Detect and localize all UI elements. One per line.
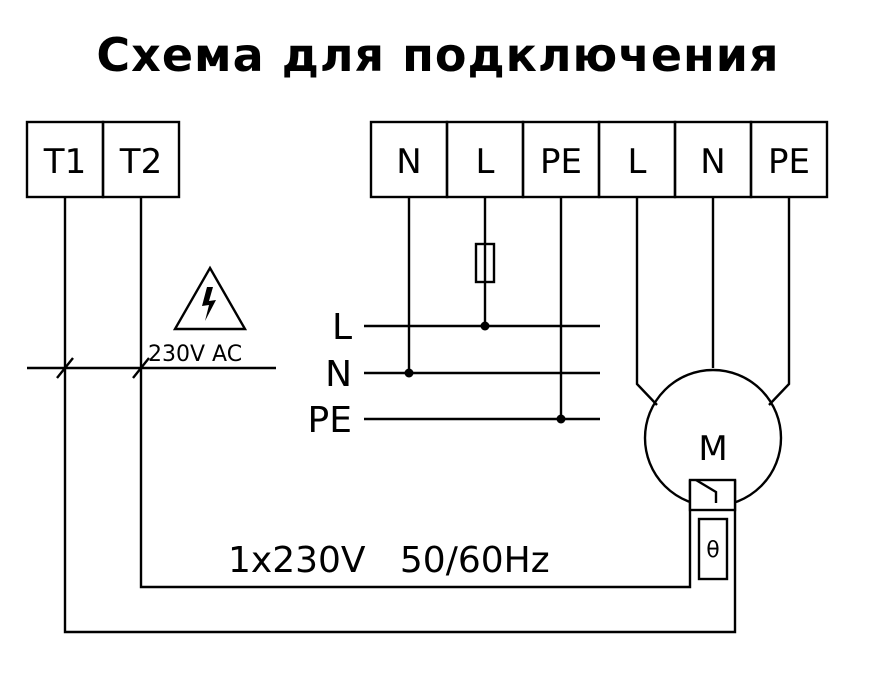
warning-label: 230V AC: [148, 342, 242, 367]
bus-label-l: L: [332, 307, 352, 348]
left-terminal-block: T1 T2: [25, 120, 181, 199]
junction-dot-n: [404, 368, 414, 378]
terminal-label-n1: N: [396, 142, 421, 182]
motor-label: M: [698, 429, 727, 469]
terminal-label-l2: L: [628, 142, 647, 182]
cable-tick-t1: [56, 357, 74, 379]
cable-tick-t2: [132, 357, 150, 379]
bus-label-n: N: [325, 354, 352, 395]
diagram-title: Схема для подключения: [96, 28, 780, 82]
thermal-contact: [688, 478, 737, 512]
thermal-sensor-label: θ: [706, 538, 719, 563]
terminal-label-t1: T1: [43, 142, 86, 182]
junction-dot-l: [480, 321, 490, 331]
wire-t2: [139, 197, 692, 589]
wire-motor-pe: [768, 197, 791, 406]
high-voltage-warning-icon: [172, 265, 248, 331]
terminal-label-pe2: PE: [768, 142, 810, 182]
terminal-label-pe1: PE: [540, 142, 582, 182]
right-terminal-block: N L PE L N PE: [369, 120, 829, 199]
bus-label-pe: PE: [308, 400, 352, 441]
wire-t1: [63, 197, 737, 634]
thermal-switch-arm: [695, 478, 718, 503]
terminal-label-t2: T2: [119, 142, 162, 182]
terminal-label-n2: N: [700, 142, 725, 182]
supply-label: 1x230V 50/60Hz: [228, 540, 550, 581]
terminal-label-l1: L: [476, 142, 495, 182]
wire-motor-l: [635, 197, 658, 406]
thermal-sensor-box: [697, 517, 729, 581]
junction-dot-pe: [556, 414, 566, 424]
